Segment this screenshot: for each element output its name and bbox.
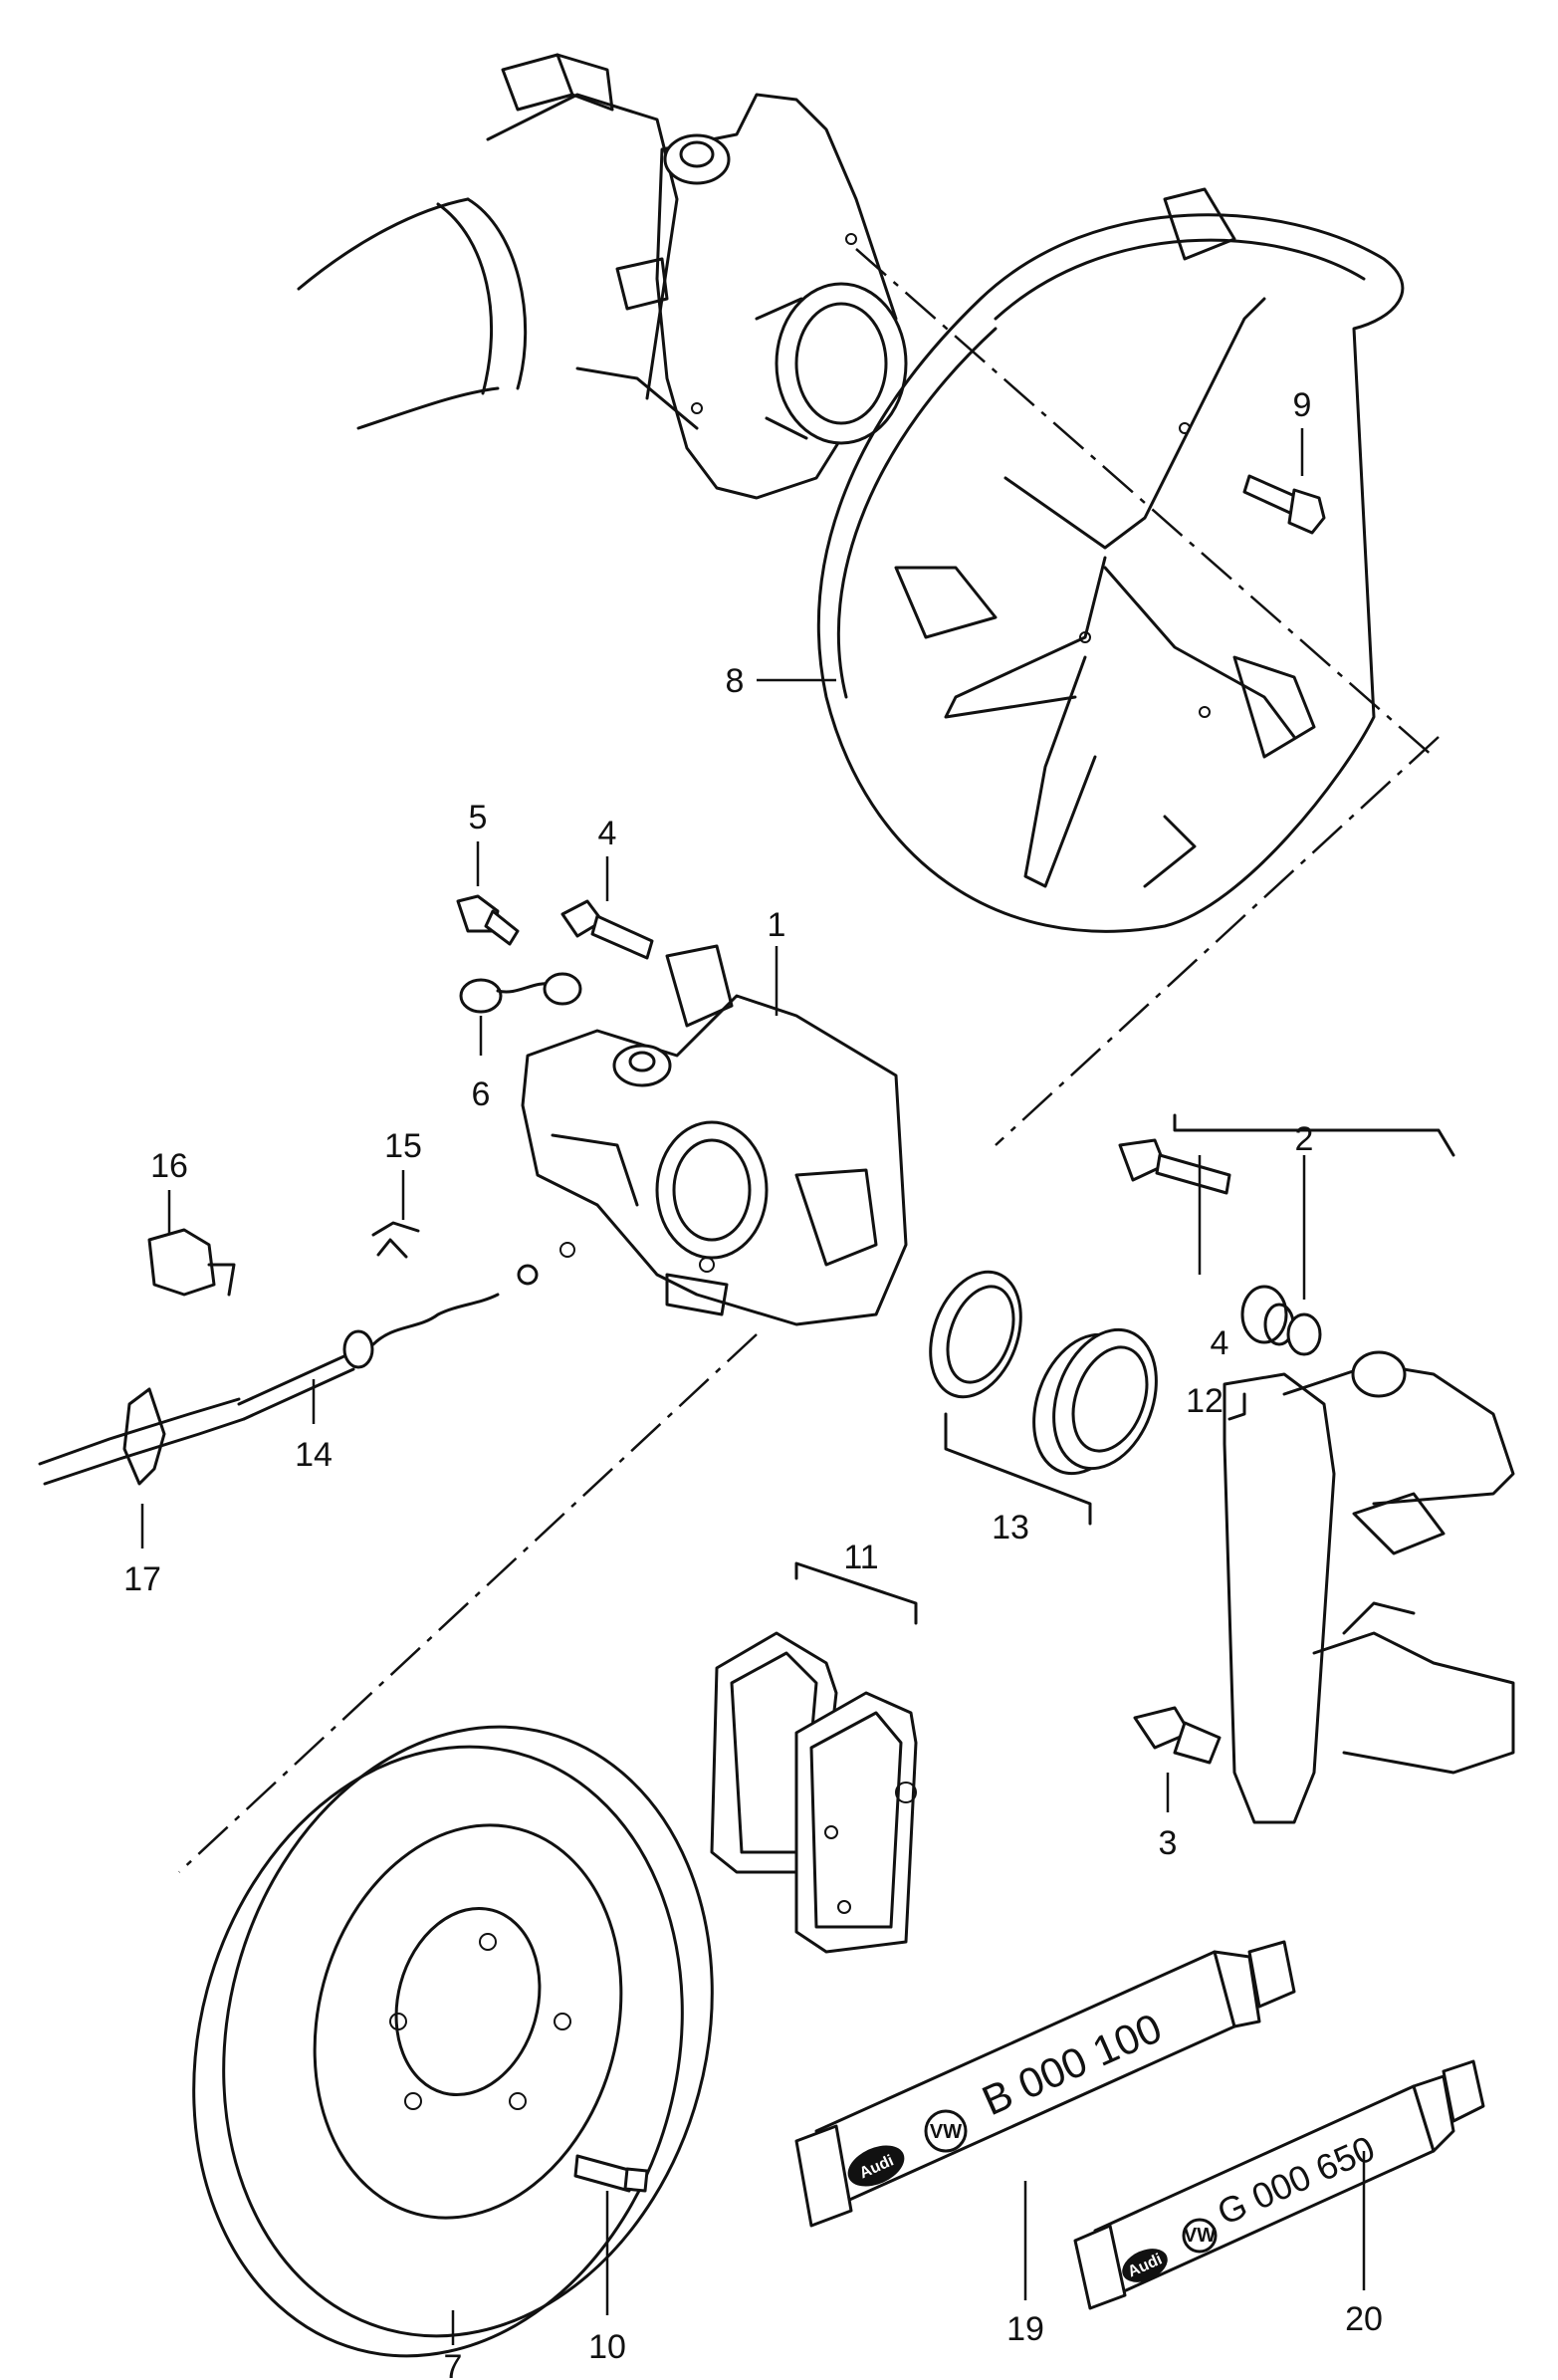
bolt-4-upper (560, 899, 654, 960)
callout-2: 2 (1295, 1120, 1314, 1158)
vw-logo-small (1182, 2218, 1218, 2254)
callout-3: 3 (1159, 1824, 1178, 1862)
svg-text:VW: VW (1184, 2225, 1216, 2247)
axle-housing (297, 53, 699, 430)
bleeder-valve-5 (456, 894, 520, 946)
callout-20: 20 (1345, 2300, 1383, 2338)
callout-17: 17 (123, 1560, 161, 1598)
bracket-11 (794, 1561, 918, 1625)
callout-19: 19 (1006, 2310, 1044, 2348)
callout-13: 13 (992, 1509, 1029, 1547)
guide-bolt (1118, 1138, 1231, 1195)
bracket-12 (1227, 1392, 1246, 1421)
brake-caliper (521, 944, 908, 1326)
callout-8: 8 (726, 662, 745, 700)
clip-15 (371, 1221, 420, 1259)
splash-plate (816, 187, 1405, 933)
brake-disc (192, 1725, 714, 2358)
brake-carrier (1223, 1350, 1515, 1824)
clip-16 (147, 1228, 236, 1297)
lubricant-tube-small: Audi VW G 000 650 (1073, 2059, 1485, 2310)
callout-5: 5 (469, 799, 488, 836)
callout-9: 9 (1293, 386, 1312, 424)
audi-logo-small (1122, 2249, 1168, 2282)
dust-boot (1032, 1327, 1158, 1476)
axis-line-right (995, 736, 1440, 1146)
audi-logo (847, 2145, 905, 2187)
axis-line-upper (855, 248, 1435, 758)
callout-4-upper: 4 (598, 815, 617, 852)
callout-4-lower: 4 (1211, 1324, 1229, 1362)
handbrake-cable (38, 1264, 539, 1486)
callout-7: 7 (444, 2348, 463, 2380)
piston-seal (929, 1270, 1022, 1399)
knuckle-boss (663, 133, 731, 185)
bolt-9 (1242, 474, 1326, 535)
callout-15: 15 (384, 1127, 422, 1165)
bracket-13 (944, 1412, 1092, 1526)
callout-16: 16 (150, 1147, 188, 1185)
guide-boot (1240, 1285, 1322, 1356)
callout-6: 6 (472, 1075, 491, 1113)
callout-10: 10 (588, 2328, 626, 2366)
guide-bolt-3 (1133, 1706, 1222, 1765)
callout-11: 11 (843, 1539, 878, 1576)
vw-logo (924, 2109, 968, 2153)
bracket-2 (1173, 1113, 1455, 1157)
svg-text:VW: VW (930, 2121, 962, 2143)
brake-pad-rear (794, 1691, 918, 1954)
callout-12: 12 (1186, 1382, 1224, 1420)
callout-14: 14 (295, 1436, 333, 1474)
callout-1: 1 (768, 906, 786, 944)
screw-10 (573, 2154, 649, 2193)
wear-sensor-6 (459, 972, 582, 1014)
steering-knuckle (655, 93, 908, 500)
axis-line-lower (178, 1333, 758, 1873)
